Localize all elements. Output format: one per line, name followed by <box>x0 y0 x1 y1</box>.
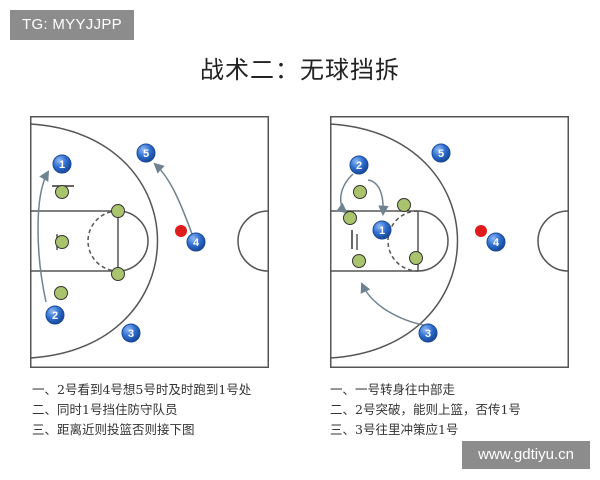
offense-player-2: 2 <box>45 305 65 325</box>
cut-arrow-2-to-1 <box>37 170 50 303</box>
offense-players: 1 5 4 2 3 <box>45 143 206 343</box>
defender <box>111 267 125 281</box>
player-number: 1 <box>379 225 385 237</box>
defense-players <box>343 185 423 268</box>
offense-player-2: 2 <box>349 155 369 175</box>
notes-left: 一、2号看到4号想5号时及时跑到1号处 二、同时1号挡住防守队员 三、距离近则投… <box>32 380 251 440</box>
player-number: 3 <box>128 328 134 340</box>
offense-player-5: 5 <box>431 143 451 163</box>
offense-player-1: 1 <box>52 154 72 174</box>
note-item: 三、距离近则投篮否则接下图 <box>32 422 195 437</box>
movement-arrows <box>37 162 193 303</box>
player-number: 2 <box>52 310 58 322</box>
offense-player-3: 3 <box>121 323 141 343</box>
defender <box>343 211 357 225</box>
basketball <box>475 225 487 237</box>
watermark-top: TG: MYYJJPP <box>10 10 134 40</box>
player-number: 2 <box>356 160 362 172</box>
movement-arrows <box>336 173 429 327</box>
court-diagram-left: 1 5 4 2 3 <box>30 116 269 368</box>
diagram-title: 战术二：无球挡拆 <box>200 56 400 84</box>
offense-player-4: 4 <box>486 232 506 252</box>
turn-arrow-1 <box>367 179 389 217</box>
offense-player-5: 5 <box>136 143 156 163</box>
drive-arrow-2 <box>336 173 354 214</box>
offense-players: 2 5 1 4 3 <box>349 143 506 343</box>
player-number: 3 <box>425 328 431 340</box>
defender <box>111 204 125 218</box>
player-number: 5 <box>438 148 444 160</box>
note-item: 二、2号突破，能则上篮，否传1号 <box>330 402 521 417</box>
player-number: 5 <box>143 148 149 160</box>
player-number: 4 <box>193 237 200 249</box>
defender <box>55 185 69 199</box>
offense-player-3: 3 <box>418 323 438 343</box>
note-item: 一、一号转身往中部走 <box>330 382 456 397</box>
watermark-bottom: www.gdtiyu.cn <box>462 441 590 469</box>
defender <box>54 286 68 300</box>
defender <box>409 251 423 265</box>
offense-player-4: 4 <box>186 232 206 252</box>
notes-right: 一、一号转身往中部走 二、2号突破，能则上篮，否传1号 三、3号往里冲策应1号 <box>330 380 521 440</box>
defender <box>352 254 366 268</box>
pass-arrow-4-to-5 <box>153 162 193 235</box>
defender <box>397 198 411 212</box>
note-item: 一、2号看到4号想5号时及时跑到1号处 <box>32 382 252 397</box>
note-item: 二、同时1号挡住防守队员 <box>32 402 178 417</box>
half-court-lines <box>30 116 269 368</box>
player-number: 4 <box>493 237 500 249</box>
note-item: 三、3号往里冲策应1号 <box>330 422 459 437</box>
defender <box>353 185 367 199</box>
defense-players <box>54 185 125 300</box>
cut-arrow-3 <box>360 282 429 327</box>
court-diagram-right: 2 5 1 4 3 <box>330 116 569 368</box>
player-number: 1 <box>59 159 65 171</box>
half-court-lines <box>330 116 569 368</box>
basketball <box>175 225 187 237</box>
defender <box>55 235 69 249</box>
offense-player-1: 1 <box>372 220 392 240</box>
